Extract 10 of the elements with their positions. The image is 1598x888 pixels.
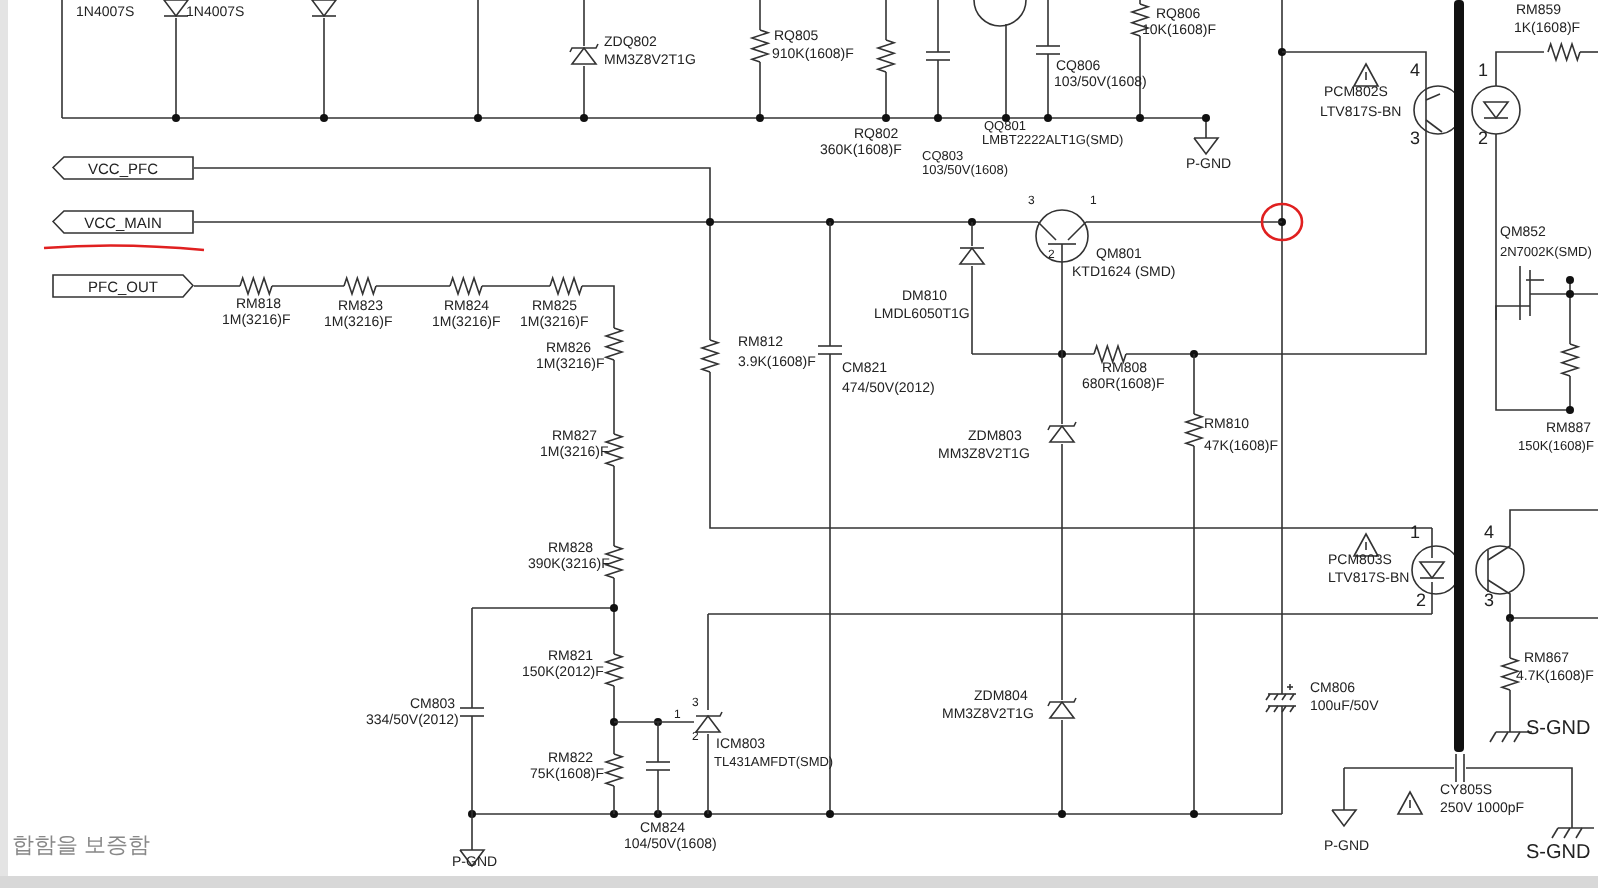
note-text: 합함을 보증함 (12, 834, 151, 858)
pin-number: 4 (1484, 522, 1495, 542)
pin-number: 4 (1410, 60, 1421, 80)
pin-number: 3 (1410, 128, 1421, 148)
pin-number: 2 (1416, 590, 1427, 610)
pin-number: 2 (1478, 128, 1489, 148)
ground-label: S-GND (1526, 718, 1591, 740)
ground-label: S-GND (1526, 842, 1591, 864)
pin-number: 1 (1478, 60, 1489, 80)
pin-number: 3 (1484, 590, 1495, 610)
